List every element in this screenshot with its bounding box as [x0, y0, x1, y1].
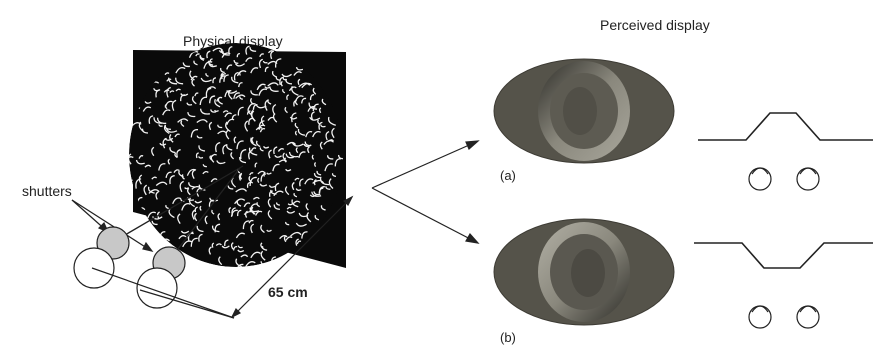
viewer-eyes-b: [748, 305, 820, 329]
distance-label: 65 cm: [268, 284, 308, 300]
eye-icon: [748, 167, 772, 191]
eye-icon: [748, 305, 772, 329]
panel-a-label: (a): [500, 168, 516, 183]
random-dot-pattern: [129, 43, 343, 267]
right-eye: [136, 267, 178, 309]
depth-profile-b: [694, 242, 873, 269]
depth-profile-a: [698, 112, 873, 141]
shutters-label: shutters: [22, 183, 72, 199]
viewer-eyes-a: [748, 167, 820, 191]
perceived-surface-a: [493, 58, 675, 164]
sight-lines: [112, 165, 244, 263]
physical-display-title: Physical display: [183, 33, 283, 49]
eye-icon: [796, 167, 820, 191]
panel-b-label: (b): [500, 330, 516, 345]
distance-dimension: [91, 195, 354, 319]
split-arrows: [371, 140, 480, 244]
perceived-surface-b: [493, 218, 675, 326]
perceived-display-title: Perceived display: [600, 17, 710, 33]
eye-icon: [796, 305, 820, 329]
left-eye: [73, 247, 115, 289]
